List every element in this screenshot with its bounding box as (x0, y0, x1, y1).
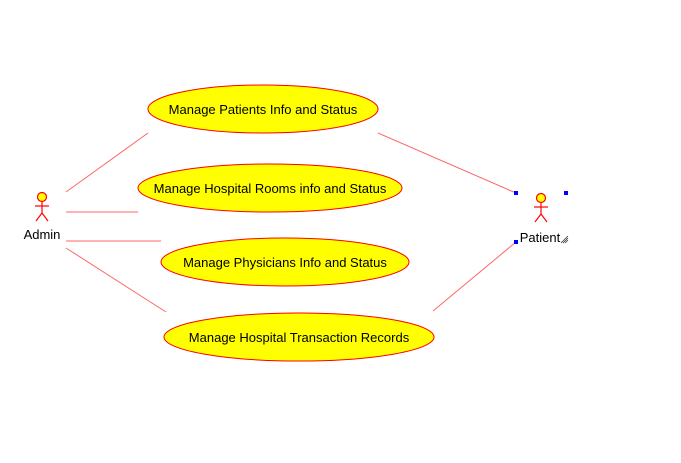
actor-patient[interactable]: Patient (520, 192, 569, 246)
actor-stick-figure-icon (534, 192, 548, 223)
association-admin-uc4 (65, 247, 167, 313)
selection-handle[interactable] (564, 191, 568, 195)
use-case-ellipse (160, 237, 410, 287)
use-case-label: Manage Physicians Info and Status (183, 255, 387, 270)
selection-handles (514, 191, 568, 244)
selection-handle[interactable] (514, 240, 518, 244)
use-case-ellipse (163, 312, 435, 362)
actor-label: Patient (520, 230, 561, 245)
use-case-uc3[interactable]: Manage Physicians Info and Status (160, 237, 410, 287)
actor-label: Admin (24, 227, 61, 242)
use-case-uc2[interactable]: Manage Hospital Rooms info and Status (137, 163, 403, 213)
actor-admin[interactable]: Admin (24, 191, 61, 243)
resize-grip-icon[interactable] (560, 235, 569, 244)
selection-handle[interactable] (514, 191, 518, 195)
use-case-ellipse (147, 84, 379, 134)
association-patient-uc1 (377, 132, 517, 194)
actor-stick-figure-icon (35, 191, 49, 222)
association-admin-uc1 (65, 132, 149, 193)
associations (65, 132, 517, 313)
association-patient-uc4 (432, 241, 517, 312)
use-case-label: Manage Hospital Transaction Records (189, 330, 410, 345)
use-case-ellipse (137, 163, 403, 213)
use-case-label: Manage Patients Info and Status (169, 102, 358, 117)
use-case-uc4[interactable]: Manage Hospital Transaction Records (163, 312, 435, 362)
use-case-label: Manage Hospital Rooms info and Status (154, 181, 387, 196)
use-case-uc1[interactable]: Manage Patients Info and Status (147, 84, 379, 134)
